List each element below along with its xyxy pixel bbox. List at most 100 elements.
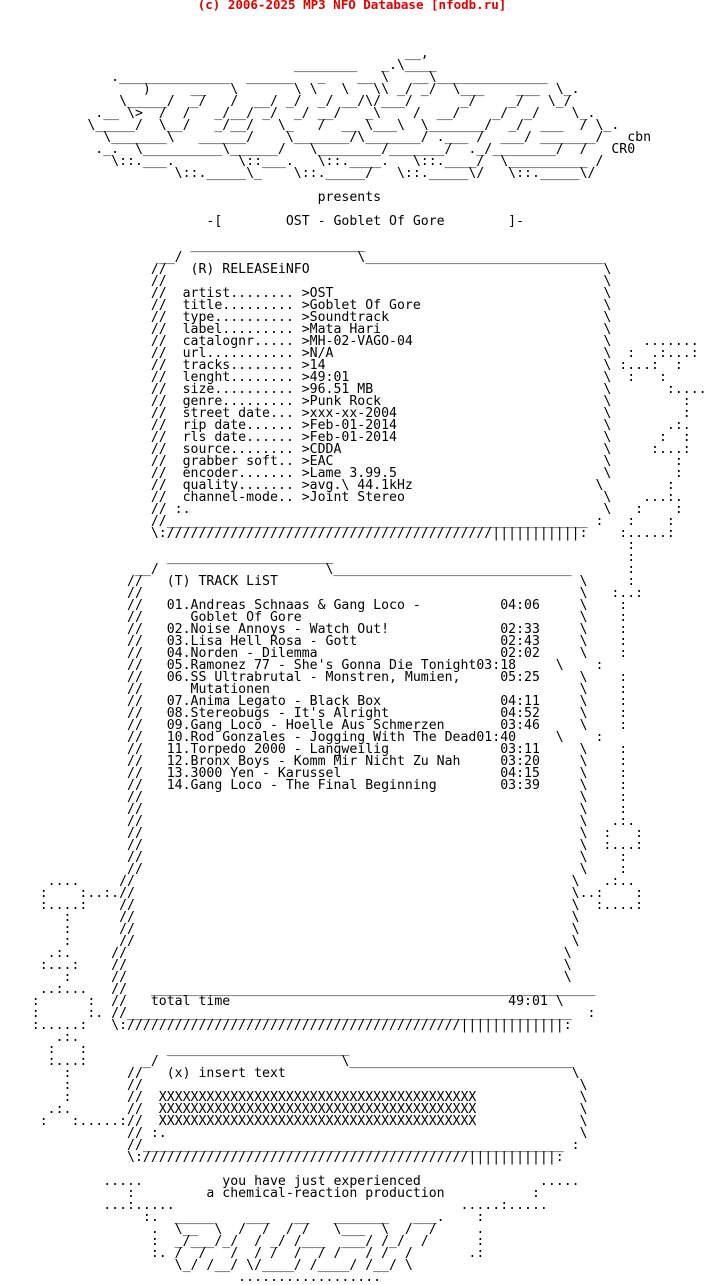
nfo-line: // size.......... >96.51 MB \ :.....: — [0, 382, 704, 397]
nfo-line: // channel-mode.. >Joint Stereo \ ...:. — [0, 490, 683, 505]
nfo-line: // 06.SS Ultrabrutal - Monstren, Mumien,… — [0, 670, 628, 685]
nfo-line: : // \ — [0, 934, 580, 949]
nfo-line: -[ OST - Goblet Of Gore ]- — [0, 214, 525, 229]
nfo-line: : : // total time 49:01 \ — [0, 994, 564, 1009]
nfo-line: // \ : — [0, 790, 628, 805]
nfo-line: \::.___. \::___. \::.____. \::.____/ \__… — [0, 154, 604, 169]
nfo-line: .... // \ .:.. — [0, 874, 636, 889]
nfo-line: // type.......... >Soundtrack \ — [0, 310, 612, 325]
nfo-line: .:. // \ — [0, 946, 572, 961]
nfo-line: // rip date...... >Feb-01-2014 \ .:. — [0, 418, 691, 433]
nfo-line: // lenght........ >49:01 \ : : :.: — [0, 370, 704, 385]
nfo-line: // :. \ — [0, 1126, 588, 1141]
nfo-line: \://////////////////////////////////////… — [0, 1150, 564, 1165]
nfo-line: // 03.Lisa Hell Rosa - Gott 02:43 \ : — [0, 634, 628, 649]
nfo-line: // 04.Norden - Dilemma 02:02 \ : — [0, 646, 628, 661]
nfo-line: // 02.Noise Annoys - Watch Out! 02:33 \ … — [0, 622, 628, 637]
nfo-line: __, — [0, 46, 429, 61]
nfo-line: // \ : — [0, 802, 628, 817]
nfo-line: : :. //_________________________________… — [0, 1006, 596, 1021]
nfo-line: // street date... >xxx-xx-2004 \ : — [0, 406, 691, 421]
nfo-line: //______________________________________… — [0, 514, 675, 529]
nfo-line: // 05.Ramonez 77 - She's Gonna Die Tonig… — [0, 658, 604, 673]
nfo-line: // \ :...: — [0, 838, 644, 853]
nfo-line: . \__ \ / / / / \___ \ / / . — [0, 1222, 485, 1237]
nfo-line: // 09.Gang Loco - Hoelle Aus Schmerzen 0… — [0, 718, 628, 733]
nfo-line: // :. \ : : — [0, 502, 683, 517]
nfo-line: : — [0, 538, 636, 553]
nfo-line: ..:... // ______________________________… — [0, 982, 596, 997]
nfo-line: .:. — [0, 1030, 80, 1045]
nfo-line: // quality....... >avg.\ 44.1kHz \ : — [0, 478, 675, 493]
nfo-line: // grabber soft.. >EAC \ : — [0, 454, 683, 469]
nfo-line: .................. — [0, 1270, 382, 1285]
nfo-line: :.....: \://////////////////////////////… — [0, 1018, 572, 1033]
nfo-line: // 13.3000 Yen - Karussel 04:15 \ : — [0, 766, 628, 781]
nfo-line: // \ : — [0, 862, 628, 877]
nfo-line: // Mutationen \ : — [0, 682, 628, 697]
nfo-line: //______________________________________… — [0, 1138, 580, 1153]
nfo-line: // encoder....... >Lame 3.99.5 \ : — [0, 466, 683, 481]
nfo-line: __/ \______________________________ — [0, 250, 604, 265]
nfo-line: // tracks........ >14 \ :...: : .: — [0, 358, 704, 373]
nfo-line: // title......... >Goblet Of Gore \ — [0, 298, 612, 313]
nfo-line: // 01.Andreas Schnaas & Gang Loco - 04:0… — [0, 598, 628, 613]
nfo-line: // artist........ >OST \ — [0, 286, 612, 301]
nfo-line: : // \ — [0, 1078, 588, 1093]
nfo-line: // url........... >N/A \ : .:...: : — [0, 346, 704, 361]
site-banner: (c) 2006-2025 MP3 NFO Database [nfodb.ru… — [197, 0, 507, 12]
nfo-line: .:. // XXXXXXXXXXXXXXXXXXXXXXXXXXXXXXXXX… — [0, 1102, 588, 1117]
nfo-line: :...: // \ — [0, 958, 572, 973]
nfo-line: // (R) RELEASEiNFO \ — [0, 262, 612, 277]
nfo-line: presents — [0, 190, 382, 205]
nfo-line: // 14.Gang Loco - The Final Beginning 03… — [0, 778, 628, 793]
nfo-line: _____________________ : — [0, 550, 636, 565]
nfo-line: // 08.Stereobugs - It's Alright 04:52 \ … — [0, 706, 628, 721]
nfo-line: // (T) TRACK LiST \ : — [0, 574, 636, 589]
nfo-line: // catalognr..... >MH-02-VAGO-04 \ .....… — [0, 334, 699, 349]
nfo-line: \_/ /__/ \/____/ /____/ /__/ \ — [0, 1258, 413, 1273]
nfo-line: // source........ >CDDA \ :...: — [0, 442, 691, 457]
nfo-line: :. _____ ___ __ _______ ___. : — [0, 1210, 485, 1225]
nfo-line: \_______\ ______/ \_______/\_______/ .__… — [0, 130, 652, 145]
nfo-line: // \ : — [0, 850, 628, 865]
nfo-line: // rls date...... >Feb-01-2014 \ : : — [0, 430, 691, 445]
nfo-line: : :..:.// \..: : — [0, 886, 644, 901]
nfo-line — [0, 24, 704, 36]
nfo-line: : // \ — [0, 970, 572, 985]
nfo-line: // 07.Anima Legato - Black Box 04:11 \ : — [0, 694, 628, 709]
nfo-line: // \ — [0, 274, 612, 289]
nfo-line: // Goblet Of Gore \ : — [0, 610, 628, 625]
nfo-line: ) __ \ \ \ \ \\ _/ _/ \___ ___ \_. — [0, 82, 580, 97]
nfo-line: // genre......... >Punk Rock \ : — [0, 394, 691, 409]
nfo-line: // 11.Torpedo 2000 - Langweilig 03:11 \ … — [0, 742, 628, 757]
nfo-line: // \ : : — [0, 826, 644, 841]
nfo-line: ________ _.\____ — [0, 58, 437, 73]
nfo-line: :...: _/ \____________________________ — [0, 1054, 572, 1069]
nfo-line: // 10.Rod Gonzales - Jogging With The De… — [0, 730, 604, 745]
nfo-line: .______________ ______ _ __ \ __\_______… — [0, 70, 548, 85]
nfo-line: \_____/ \__/ _/__/ \_ / __ \___\ \______… — [0, 118, 620, 133]
nfo-line: ..... you have just experienced ..... — [0, 1174, 580, 1189]
nfo-line: : _/___/_/ / _/ /___ ___/ /_/ / : — [0, 1234, 485, 1249]
nfo-line: ...:..... .....:..... — [0, 1198, 548, 1213]
nfo-line: \_____/ _/ / __/ _/ _/ __/\/___/ _/ _/ \… — [0, 94, 572, 109]
nfo-line: : a chemical-reaction production : — [0, 1186, 540, 1201]
nfo-line: // \ .:. — [0, 814, 636, 829]
nfo-line: ._. \__________\______/ \________/______… — [0, 142, 636, 157]
nfo-line: : :.....:// XXXXXXXXXXXXXXXXXXXXXXXXXXXX… — [0, 1114, 588, 1129]
nfo-line: : // (x) insert text \ — [0, 1066, 580, 1081]
nfo-line: // 12.Bronx Boys - Komm Mir Nicht Zu Nah… — [0, 754, 628, 769]
nfo-line: ______________________ — [0, 238, 366, 253]
nfo-line: .__ \> / / _/__/ _/ _/ __/ _\ / __/ _/ _… — [0, 106, 596, 121]
nfo-line: // label......... >Mata Hari \ — [0, 322, 612, 337]
nfo-line: :. / / / / / / / / / / / .: — [0, 1246, 485, 1261]
nfo-line — [0, 12, 704, 24]
nfo-text: __, ________ _.\____ .______________ ___… — [0, 12, 704, 1284]
nfo-line: __/ \______________________________ : — [0, 562, 636, 577]
nfo-line: :....: // \ :....: — [0, 898, 644, 913]
nfo-line: : // \ — [0, 922, 580, 937]
nfo-line: : : _______________________ — [0, 1042, 350, 1057]
nfo-line: \://////////////////////////////////////… — [0, 526, 675, 541]
nfo-line: : // \ — [0, 910, 580, 925]
